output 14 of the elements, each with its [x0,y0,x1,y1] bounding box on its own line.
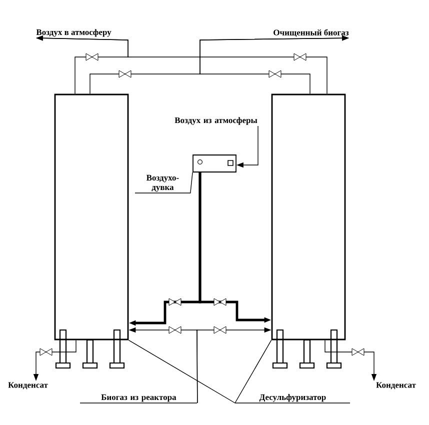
label-text: Десульфуризатор [259,394,326,402]
tank [54,94,129,340]
leader-line [134,172,193,194]
tank [271,94,346,340]
leader-line [234,340,272,404]
label-text: Конденсат [8,382,48,390]
label-text: Конденсат [376,382,416,390]
label-text: Биогаз из реактора [101,394,176,402]
label-text: Воздух из атмосферы [174,117,258,125]
label-text: Воздухо- дувка [146,174,179,192]
blower-box [192,154,236,172]
label-text: Воздух в атмосферу [36,29,112,37]
label-text: Очищенный биогаз [274,29,349,37]
leader-line [128,340,236,404]
